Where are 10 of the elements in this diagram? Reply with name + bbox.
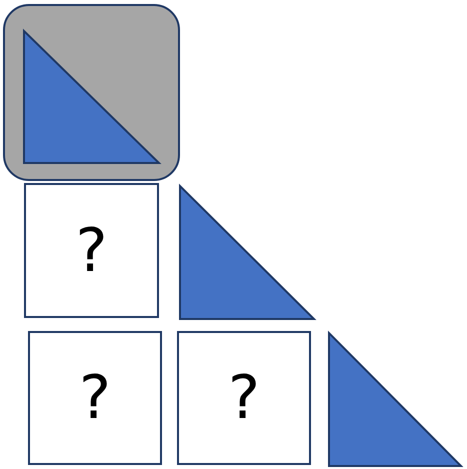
question-mark: ? (76, 220, 108, 280)
question-box (177, 331, 311, 465)
rounded-box (3, 4, 180, 181)
question-box (24, 183, 159, 318)
right-triangle (179, 185, 315, 320)
right-triangle (328, 332, 462, 467)
question-mark: ? (228, 368, 260, 428)
question-box (28, 331, 162, 465)
right-triangle (23, 30, 160, 164)
question-mark: ? (79, 368, 111, 428)
